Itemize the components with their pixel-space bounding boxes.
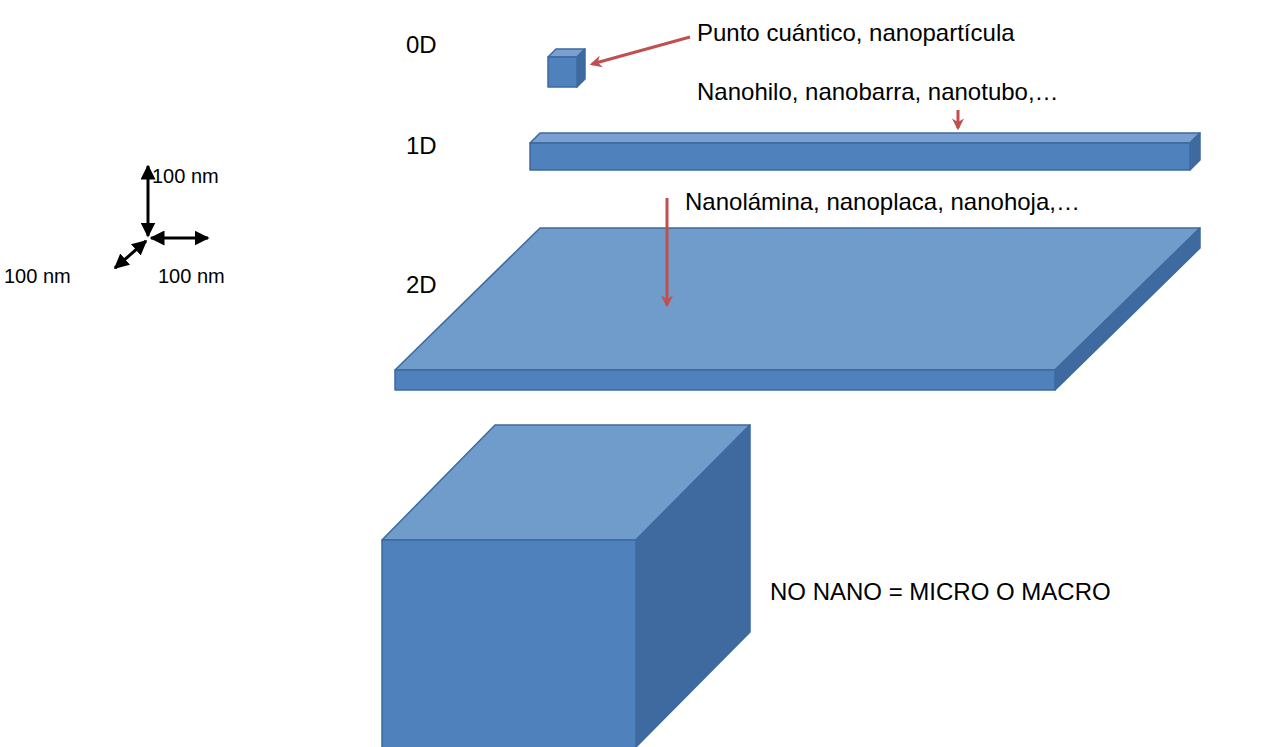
axis-arrow: [147, 166, 150, 236]
leader-arrow: [957, 110, 960, 128]
dimension-label: 100 nm: [152, 165, 219, 188]
dimension-class-label: 2D: [406, 271, 437, 299]
dimension-label: 100 nm: [4, 265, 71, 288]
leader-arrow: [666, 198, 669, 305]
note-label: NO NANO = MICRO O MACRO: [770, 578, 1111, 606]
plate-2d: [395, 228, 1200, 390]
callout-label: Nanohilo, nanobarra, nanotubo,…: [697, 78, 1059, 106]
bar-1d: [530, 133, 1200, 170]
cube-bulk: [382, 425, 750, 747]
dimension-class-label: 0D: [406, 31, 437, 59]
axis-arrow: [115, 241, 146, 268]
leader-arrow: [592, 37, 690, 64]
callout-label: Nanolámina, nanoplaca, nanohoja,…: [685, 188, 1080, 216]
leader-arrows: [592, 37, 958, 305]
callout-label: Punto cuántico, nanopartícula: [697, 19, 1015, 47]
dimension-class-label: 1D: [406, 132, 437, 160]
axis-arrow: [151, 237, 208, 240]
cube-0d: [548, 49, 585, 87]
dimension-label: 100 nm: [158, 265, 225, 288]
